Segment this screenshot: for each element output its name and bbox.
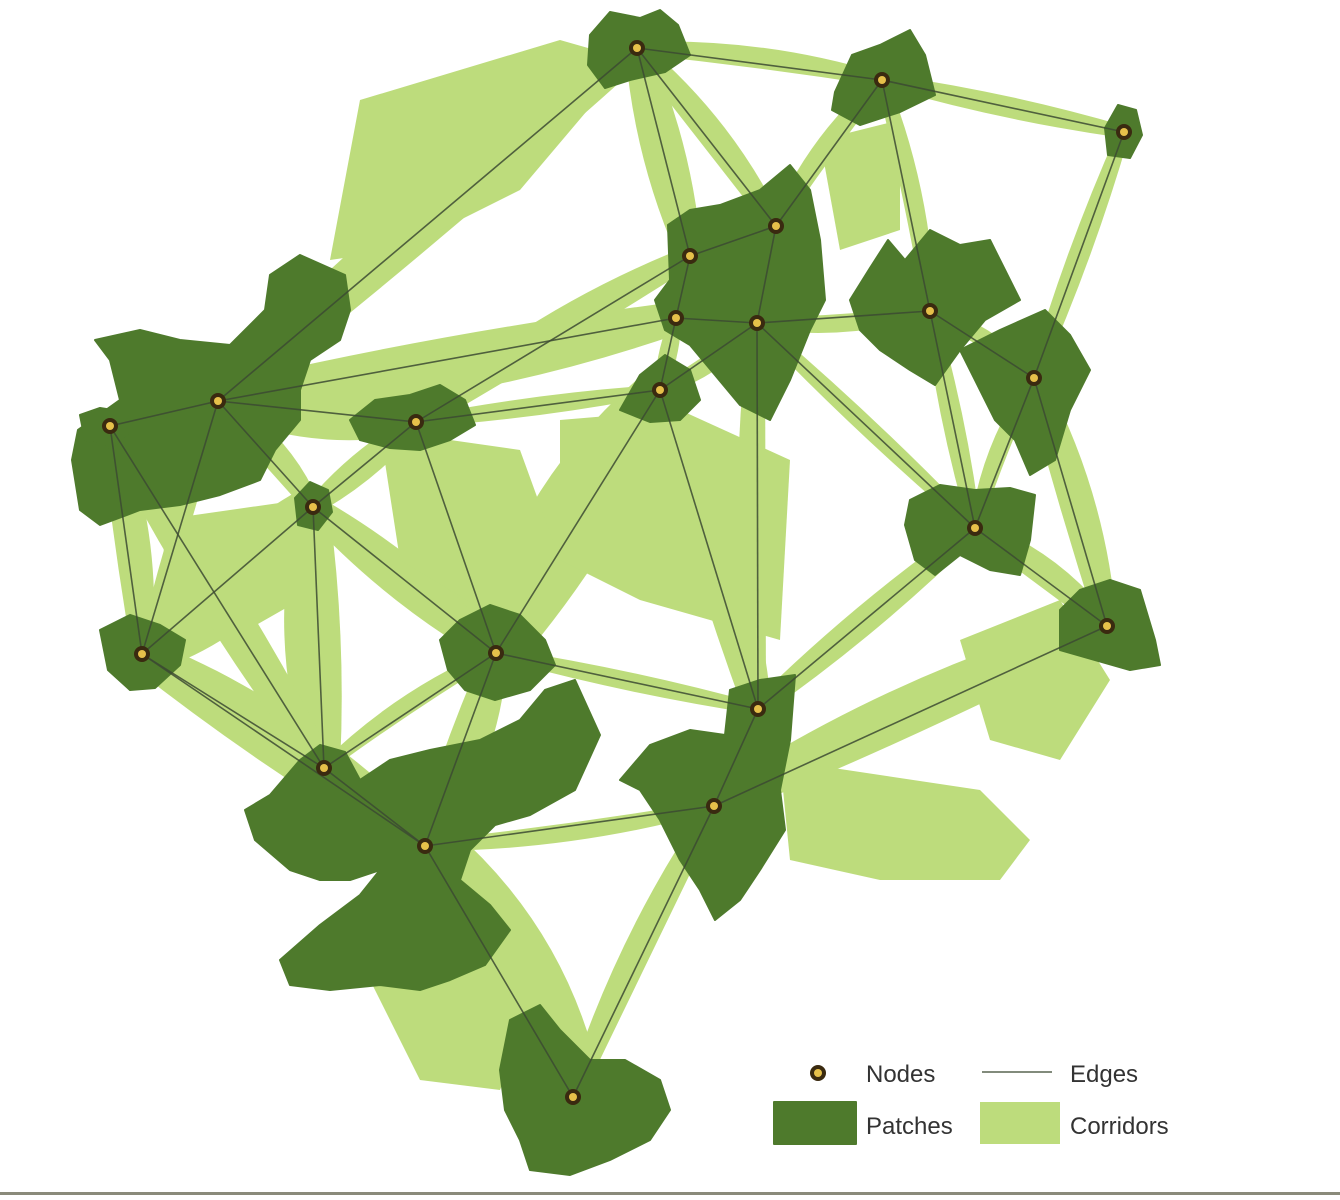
node-layer	[102, 40, 1132, 1105]
network-edge-n1-n2	[636, 47, 883, 81]
network-edge-n6-n10	[659, 317, 677, 391]
network-node-n10	[652, 382, 668, 398]
network-edge-n11-n6	[217, 317, 677, 402]
network-edge-n1-n5	[636, 47, 691, 257]
network-edge-n19-n21	[713, 708, 759, 807]
network-node-n14	[305, 499, 321, 515]
network-node-n21	[706, 798, 722, 814]
network-edge-n21-n23	[572, 805, 715, 1098]
network-edge-n8-n9	[929, 310, 1035, 379]
corridor-layer	[99, 37, 1130, 1114]
network-node-n17	[134, 646, 150, 662]
network-edge-n15-n16	[974, 527, 1108, 627]
habitat-patch-8	[71, 254, 351, 526]
network-edge-n14-n18	[312, 506, 497, 654]
bottom-border	[0, 1192, 1340, 1195]
network-edge-n18-n22	[424, 652, 497, 847]
network-edge-n22-n23	[424, 845, 574, 1098]
network-node-n13	[408, 414, 424, 430]
network-edge-n16-n21	[713, 625, 1108, 807]
network-edge-n2-n3	[881, 79, 1125, 133]
network-node-n11	[210, 393, 226, 409]
corridor-area-4	[780, 760, 1030, 880]
network-edge-n14-n20	[312, 506, 325, 769]
network-node-n20	[316, 760, 332, 776]
network-edge-n17-n20	[141, 653, 325, 769]
network-node-n1	[629, 40, 645, 56]
network-edge-n1-n11	[217, 47, 638, 402]
network-node-n3	[1116, 124, 1132, 140]
network-edge-n7-n8	[756, 310, 931, 324]
network-edge-n5-n6	[675, 255, 691, 319]
corridor-area-1	[330, 40, 630, 260]
network-edge-n12-n17	[109, 425, 143, 655]
legend-nodes-symbol	[810, 1065, 826, 1081]
corridor-area-7	[160, 500, 300, 640]
network-edge-n9-n15	[974, 377, 1035, 529]
network-node-n6	[668, 310, 684, 326]
corridor-area-8	[820, 120, 900, 250]
habitat-patch-16	[619, 674, 796, 921]
network-edge-n7-n19	[756, 322, 759, 710]
network-edge-n13-n14	[312, 421, 417, 508]
network-edge-n11-n13	[217, 400, 417, 423]
network-node-n7	[749, 315, 765, 331]
network-node-n22	[417, 838, 433, 854]
network-edge-n4-n7	[756, 225, 777, 324]
network-node-n19	[750, 701, 766, 717]
network-edge-n3-n9	[1033, 131, 1125, 379]
network-edge-n18-n20	[323, 652, 497, 769]
map-legend: Nodes Edges Patches Corridors	[773, 1061, 1169, 1145]
legend-patches-label: Patches	[866, 1113, 953, 1140]
network-edge-n7-n10	[659, 322, 758, 391]
corridor-area-5	[370, 960, 520, 1090]
network-edge-n18-n19	[495, 652, 759, 710]
legend-nodes-label: Nodes	[866, 1061, 935, 1088]
habitat-patch-18	[499, 1004, 671, 1176]
network-node-n8	[922, 303, 938, 319]
corridor-area-3	[380, 430, 560, 620]
network-edge-n5-n13	[415, 255, 691, 423]
network-edge-n2-n8	[881, 79, 931, 312]
network-node-n23	[565, 1089, 581, 1105]
network-edge-n7-n15	[756, 322, 976, 529]
network-node-n12	[102, 418, 118, 434]
network-node-n5	[682, 248, 698, 264]
network-node-n2	[874, 72, 890, 88]
network-edge-n9-n16	[1033, 377, 1108, 627]
network-edge-n2-n4	[775, 79, 883, 227]
network-edge-n21-n22	[424, 805, 715, 847]
legend-corridors-swatch	[980, 1102, 1060, 1144]
network-edge-n1-n4	[636, 47, 777, 227]
corridor-area-2	[560, 410, 790, 640]
network-node-n9	[1026, 370, 1042, 386]
legend-edges-label: Edges	[1070, 1061, 1138, 1088]
network-node-n15	[967, 520, 983, 536]
network-node-n4	[768, 218, 784, 234]
network-edge-n13-n18	[415, 421, 497, 654]
network-edge-n8-n15	[929, 310, 976, 529]
network-edge-n14-n17	[141, 506, 314, 655]
network-edge-n10-n13	[415, 389, 661, 423]
legend-patches-swatch	[773, 1101, 857, 1145]
network-node-n16	[1099, 618, 1115, 634]
network-edge-n11-n14	[217, 400, 314, 508]
network-node-n18	[488, 645, 504, 661]
network-edge-n10-n18	[495, 389, 661, 654]
network-edge-n15-n19	[757, 527, 976, 710]
network-edge-n10-n19	[659, 389, 759, 710]
edge-layer	[109, 47, 1125, 1098]
network-edge-n12-n20	[109, 425, 325, 769]
network-edge-n17-n22	[141, 653, 426, 847]
network-edge-n11-n17	[141, 400, 219, 655]
network-edge-n20-n22	[323, 767, 426, 847]
network-edge-n11-n12	[109, 400, 219, 427]
network-edge-n4-n5	[689, 225, 777, 257]
network-edge-n6-n7	[675, 317, 758, 324]
legend-corridors-label: Corridors	[1070, 1113, 1169, 1140]
